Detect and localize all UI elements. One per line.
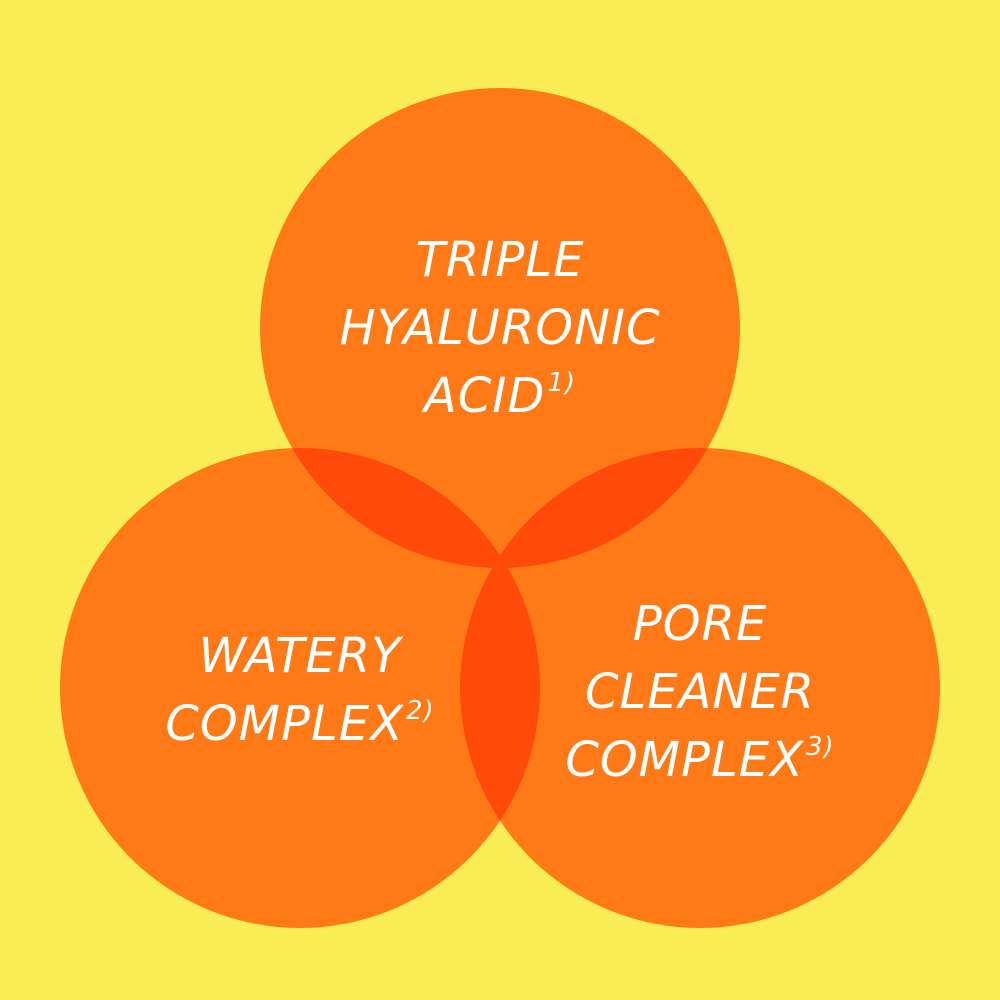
label-line: COMPLEX2): [110, 690, 490, 758]
label-line: PORE: [632, 596, 768, 652]
label-triple-hyaluronic-acid: TRIPLE HYALURONIC ACID1): [300, 226, 700, 430]
circle-right: [460, 448, 940, 928]
label-word: COMPLEX: [165, 696, 404, 752]
label-line: HYALURONIC: [339, 300, 661, 356]
label-word: COMPLEX: [565, 732, 804, 788]
footnote-marker: 3): [805, 732, 835, 762]
circle-left: [60, 448, 540, 928]
label-line: TRIPLE: [415, 232, 585, 288]
footnote-marker: 1): [547, 368, 577, 398]
label-line: CLEANER: [584, 664, 815, 720]
label-watery-complex: WATERY COMPLEX2): [110, 622, 490, 758]
label-pore-cleaner-complex: PORE CLEANER COMPLEX3): [505, 590, 895, 794]
circle-top: [260, 88, 740, 568]
label-word: ACID: [423, 368, 546, 424]
label-line: COMPLEX3): [505, 726, 895, 794]
label-line: WATERY: [198, 628, 402, 684]
label-line: ACID1): [300, 362, 700, 430]
footnote-marker: 2): [405, 696, 435, 726]
